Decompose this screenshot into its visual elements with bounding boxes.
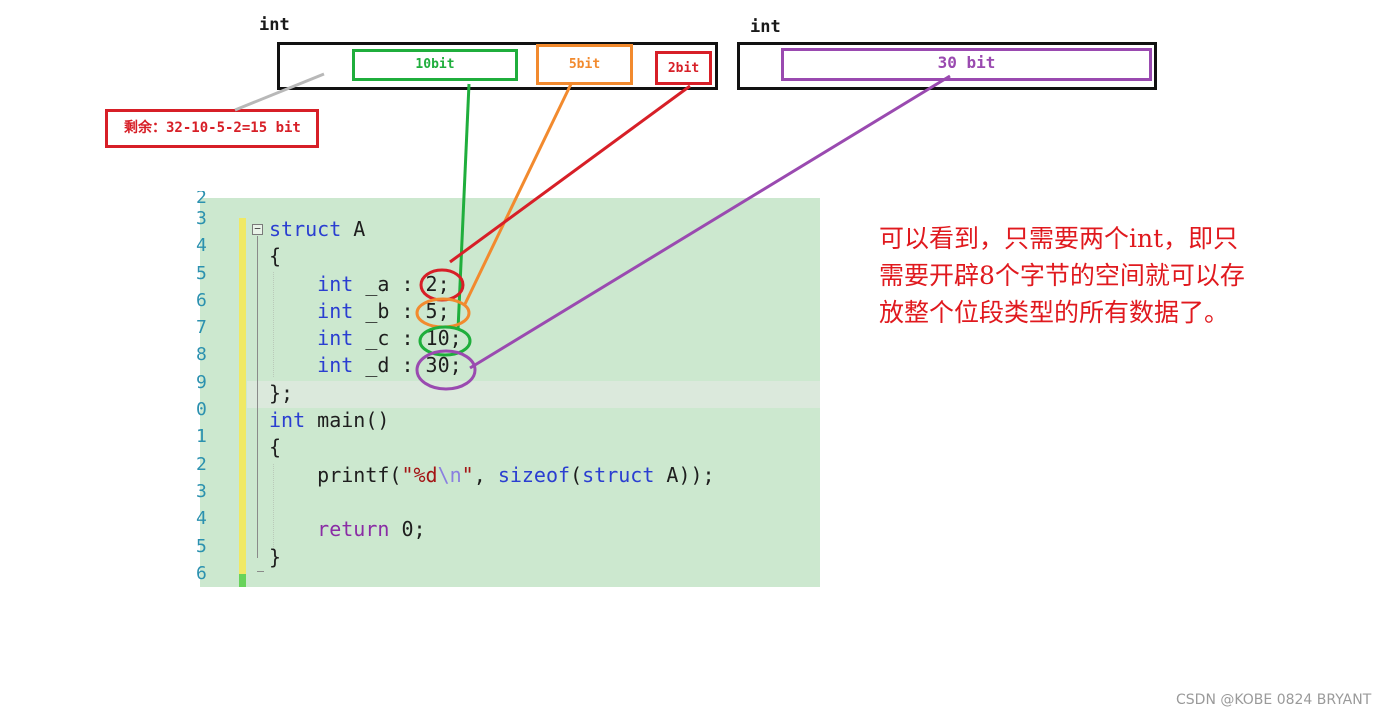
line-number: 4 xyxy=(196,508,206,530)
line-number: 8 xyxy=(196,344,206,366)
code-token: ( xyxy=(570,462,583,487)
line-number-gutter: 2 3 4 5 6 7 8 9 0 1 2 3 4 5 6 xyxy=(196,191,206,587)
code-line: }; xyxy=(269,380,715,407)
code-token: _d : 30; xyxy=(353,353,462,378)
current-line-highlight xyxy=(247,381,820,408)
code-line: int _c : 10; xyxy=(269,325,715,352)
code-token: main() xyxy=(305,408,390,433)
code-token: A xyxy=(341,217,366,241)
code-token: _a : 2; xyxy=(353,271,450,296)
line-number: 4 xyxy=(196,235,206,257)
code-token: "%d xyxy=(401,462,438,487)
int-label-first: int xyxy=(259,15,290,35)
code-token: return xyxy=(317,517,390,542)
code-text: struct A{ int _a : 2; int _b : 5; int _c… xyxy=(269,216,715,571)
code-token: , xyxy=(473,462,498,487)
code-line: { xyxy=(269,434,715,461)
line-number: 5 xyxy=(196,535,206,557)
field-30bit: 30 bit xyxy=(781,48,1152,81)
line-number: 3 xyxy=(196,480,206,502)
field-10bit: 10bit xyxy=(352,49,518,81)
code-token: int xyxy=(317,353,354,378)
code-token: _b : 5; xyxy=(353,298,450,323)
code-token: } xyxy=(269,544,282,569)
fold-guide-line xyxy=(257,236,258,558)
code-token: int xyxy=(269,408,306,433)
line-number: 6 xyxy=(196,562,206,584)
line-number: 0 xyxy=(196,399,206,421)
line-number: 3 xyxy=(196,208,206,229)
code-token: { xyxy=(269,244,282,269)
code-token: int xyxy=(317,326,354,351)
code-token: int xyxy=(317,298,354,323)
code-line: printf("%d\n", sizeof(struct A)); xyxy=(269,462,715,489)
code-line: return 0; xyxy=(269,516,715,543)
change-bar-green xyxy=(239,574,246,587)
code-token: int xyxy=(317,271,354,296)
connector-orange xyxy=(463,83,573,305)
code-token: printf( xyxy=(269,462,402,487)
change-bar-yellow xyxy=(239,218,246,574)
code-token: struct xyxy=(269,217,342,241)
code-line: int _b : 5; xyxy=(269,298,715,325)
remaining-bits-box: 剩余：32-10-5-2=15 bit xyxy=(105,109,319,148)
code-line: struct A xyxy=(269,216,715,243)
code-token: _c : 10; xyxy=(353,326,462,351)
field-5bit: 5bit xyxy=(536,44,633,85)
code-token: " xyxy=(461,462,474,487)
fold-collapse-icon[interactable]: − xyxy=(252,223,263,235)
code-token: }; xyxy=(269,380,294,405)
note-line-2: 需要开辟8个字节的空间就可以存 xyxy=(879,261,1245,290)
connector-purple xyxy=(469,74,951,370)
connector-green xyxy=(456,83,471,331)
circle-b-value xyxy=(415,297,471,329)
code-token: sizeof xyxy=(497,462,571,487)
line-number: 1 xyxy=(196,426,206,448)
code-token: 0; xyxy=(389,517,426,542)
code-line: int _d : 30; xyxy=(269,352,715,379)
circle-c-value xyxy=(418,325,472,357)
fold-guide-end xyxy=(257,571,264,572)
line-number: 5 xyxy=(196,262,206,284)
line-number: 9 xyxy=(196,371,206,393)
field-2bit: 2bit xyxy=(655,51,712,85)
watermark-text: CSDN @KOBE 0824 BRYANT xyxy=(1176,692,1372,708)
circle-a-value xyxy=(419,268,465,302)
note-line-1: 可以看到，只需要两个int，即只 xyxy=(879,224,1239,253)
code-line: } xyxy=(269,544,715,571)
connector-gray xyxy=(234,72,325,112)
code-line: { xyxy=(269,243,715,270)
connector-red xyxy=(449,84,691,264)
int-label-second: int xyxy=(750,17,781,37)
code-token: A)); xyxy=(654,462,715,487)
line-number: 6 xyxy=(196,289,206,311)
explanation-note: 可以看到，只需要两个int，即只 需要开辟8个字节的空间就可以存 放整个位段类型… xyxy=(879,220,1319,331)
code-line: int main() xyxy=(269,407,715,434)
line-number: 2 xyxy=(196,453,206,475)
code-line: int _a : 2; xyxy=(269,271,715,298)
note-line-3: 放整个位段类型的所有数据了。 xyxy=(879,298,1230,327)
line-number: 7 xyxy=(196,317,206,339)
code-token: struct xyxy=(582,462,655,487)
indent-guide-main xyxy=(273,464,274,551)
line-number: 2 xyxy=(196,191,206,205)
circle-d-value xyxy=(415,349,477,391)
code-token: \n xyxy=(437,462,462,487)
indent-guide-struct xyxy=(273,272,274,377)
code-token: { xyxy=(269,435,282,460)
